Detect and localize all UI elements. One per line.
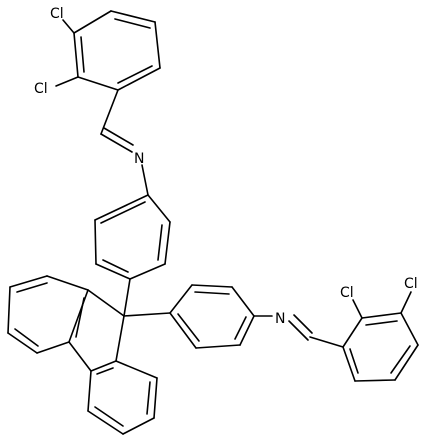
imine-double-bond: [103, 127, 134, 146]
ch-bond: [100, 89, 119, 135]
chlorine-label: Cl: [34, 81, 48, 97]
chlorine-label: Cl: [404, 276, 418, 292]
c-cl-bond: [352, 299, 363, 319]
chlorine-label: Cl: [340, 285, 354, 301]
imine-double-bond: [288, 320, 309, 341]
c-cl-bond: [400, 291, 412, 314]
imine-double-bond: [100, 133, 133, 153]
ch-bond: [309, 336, 344, 348]
imine-double-bond: [293, 314, 313, 334]
right-dichlorophenyl-ring: [342, 312, 419, 382]
n-aryl-bond: [141, 164, 149, 196]
c-cl-bond: [62, 19, 75, 34]
upper-phenylene-ring: [94, 194, 171, 280]
c9-aryl-bond: [123, 312, 171, 317]
nitrogen-label: N: [134, 151, 144, 167]
fluorene-core: [7, 275, 158, 435]
chlorine-label: Cl: [50, 6, 64, 22]
top-dichlorophenyl-ring: [73, 10, 161, 91]
right-phenylene-ring: [169, 284, 255, 349]
c9-aryl-bond: [123, 278, 131, 317]
nitrogen-label: N: [275, 311, 285, 327]
c-cl-bond: [55, 76, 79, 87]
